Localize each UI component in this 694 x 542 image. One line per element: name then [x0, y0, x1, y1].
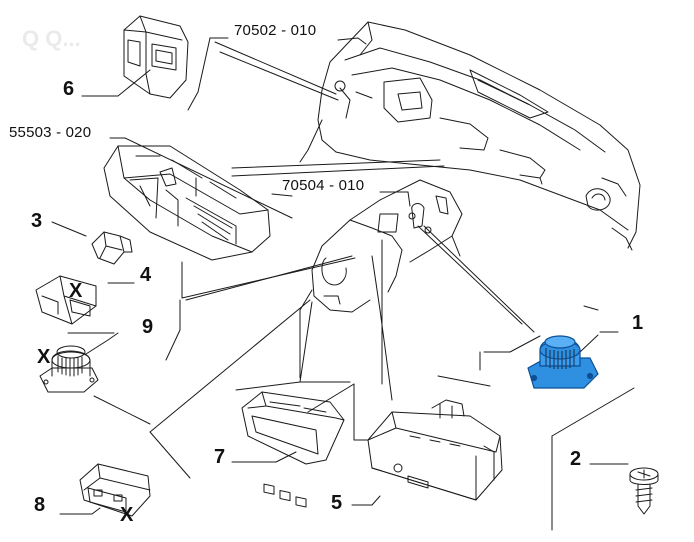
reference-70502-010: 70502 - 010	[234, 22, 317, 39]
part-2-screw-drawing	[629, 467, 659, 515]
part-4-switch-drawing	[35, 275, 97, 325]
callout-6: 6	[63, 78, 75, 100]
reference-70504-010: 70504 - 010	[282, 177, 365, 194]
callout-5: 5	[331, 492, 343, 514]
center-console-outline	[311, 179, 463, 313]
reference-55503-020: 55503 - 020	[9, 124, 92, 141]
part-6-switch-drawing	[123, 15, 189, 99]
part-1-rotary-knob-highlighted	[527, 335, 599, 389]
air-vent-drawing	[103, 145, 271, 261]
x-mark-part-9: X	[37, 346, 51, 368]
callout-1: 1	[632, 312, 644, 334]
callout-4: 4	[140, 264, 152, 286]
part-9-knob-drawing	[39, 345, 99, 393]
x-mark-part-4: X	[69, 280, 83, 302]
leader-lines	[51, 37, 635, 531]
part-8-switch-drawing	[79, 463, 151, 517]
part-3-clip-drawing	[91, 231, 133, 265]
x-mark-part-8: X	[120, 504, 134, 526]
callout-9: 9	[142, 316, 154, 338]
watermark: Q Q...	[22, 26, 81, 51]
part-7-panel-drawing	[241, 391, 345, 508]
part-5-module-drawing	[367, 399, 503, 501]
callout-2: 2	[570, 448, 582, 470]
callout-7: 7	[214, 446, 226, 468]
callout-3: 3	[31, 210, 43, 232]
dashboard-outline	[299, 21, 641, 251]
callout-8: 8	[34, 494, 46, 516]
